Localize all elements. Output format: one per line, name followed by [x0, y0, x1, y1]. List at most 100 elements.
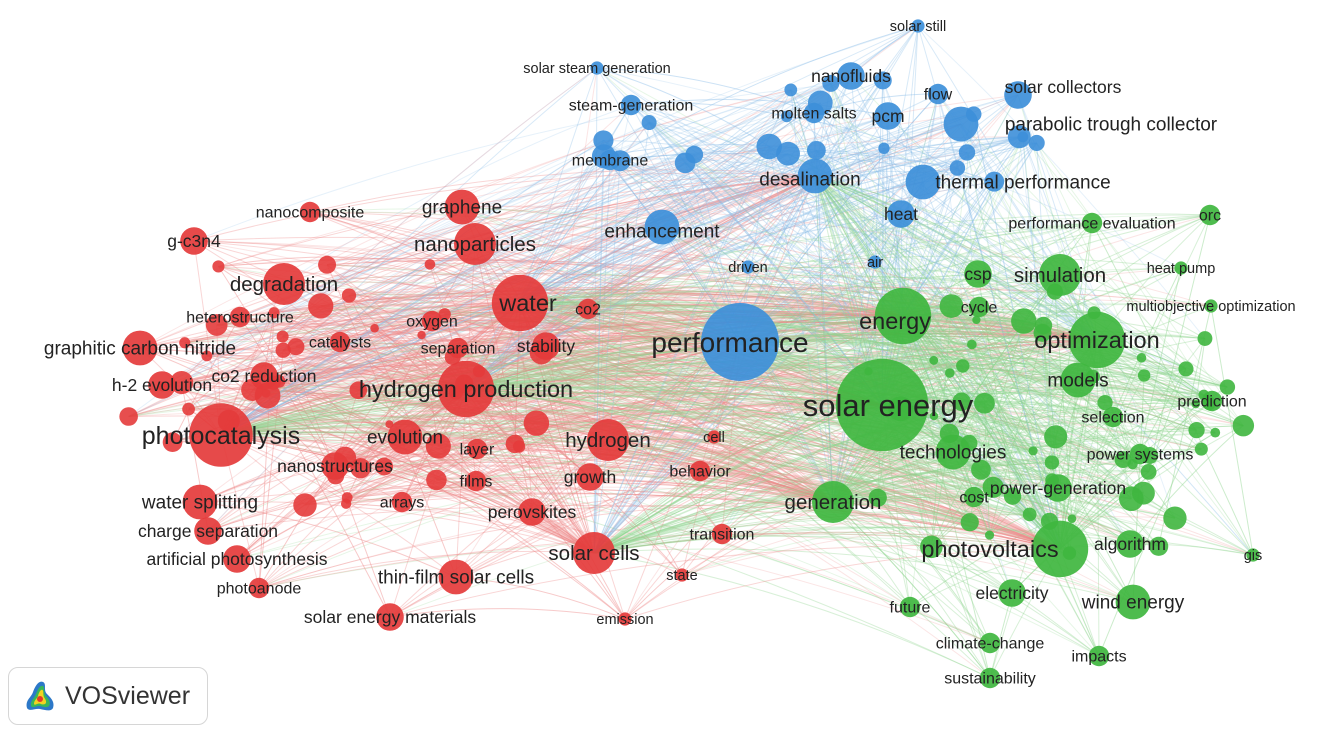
- keyword-node[interactable]: [329, 331, 351, 353]
- keyword-node[interactable]: [454, 223, 496, 265]
- keyword-node[interactable]: [349, 381, 368, 400]
- keyword-label[interactable]: stability: [517, 336, 576, 356]
- keyword-node[interactable]: [644, 209, 680, 245]
- keyword-node[interactable]: [711, 523, 733, 545]
- keyword-node[interactable]: [590, 61, 604, 75]
- keyword-node[interactable]: [189, 403, 253, 467]
- keyword-node[interactable]: [321, 452, 349, 480]
- keyword-node[interactable]: [806, 140, 826, 160]
- keyword-node[interactable]: [1044, 455, 1060, 470]
- keyword-label[interactable]: photoanode: [217, 581, 302, 598]
- keyword-node[interactable]: [979, 632, 1001, 654]
- keyword-node[interactable]: [1163, 506, 1187, 530]
- keyword-node[interactable]: [972, 315, 981, 325]
- keyword-label[interactable]: solar steam generation: [523, 61, 671, 77]
- keyword-node[interactable]: [523, 410, 550, 436]
- keyword-node[interactable]: [201, 350, 213, 362]
- keyword-label[interactable]: growth: [564, 467, 617, 487]
- keyword-label[interactable]: gis: [1244, 548, 1263, 564]
- keyword-node[interactable]: [1119, 486, 1144, 512]
- keyword-node[interactable]: [1022, 507, 1037, 522]
- keyword-node[interactable]: [974, 392, 995, 414]
- keyword-node[interactable]: [212, 260, 225, 273]
- keyword-label[interactable]: heat pump: [1147, 261, 1216, 277]
- keyword-node[interactable]: [674, 152, 696, 174]
- keyword-label[interactable]: air: [867, 255, 883, 271]
- keyword-node[interactable]: [179, 337, 191, 349]
- keyword-node[interactable]: [263, 263, 305, 305]
- keyword-node[interactable]: [835, 358, 929, 452]
- keyword-node[interactable]: [803, 102, 825, 124]
- keyword-label[interactable]: climate-change: [936, 636, 1045, 653]
- keyword-node[interactable]: [998, 579, 1026, 607]
- keyword-label[interactable]: solar energy materials: [304, 607, 476, 627]
- keyword-node[interactable]: [776, 141, 800, 166]
- keyword-label[interactable]: nanoparticles: [414, 233, 536, 256]
- keyword-label[interactable]: optimization: [1034, 327, 1159, 353]
- keyword-label[interactable]: prediction: [1177, 394, 1246, 411]
- keyword-label[interactable]: energy: [859, 308, 931, 334]
- keyword-node[interactable]: [984, 530, 995, 540]
- keyword-label[interactable]: models: [1047, 371, 1108, 392]
- keyword-label[interactable]: solar collectors: [1005, 77, 1122, 97]
- keyword-label[interactable]: selection: [1081, 410, 1144, 427]
- keyword-node[interactable]: [1034, 316, 1053, 335]
- keyword-node[interactable]: [1137, 369, 1151, 382]
- keyword-node[interactable]: [701, 303, 779, 381]
- keyword-node[interactable]: [1081, 212, 1103, 234]
- keyword-node[interactable]: [268, 307, 280, 319]
- keyword-node[interactable]: [707, 430, 721, 444]
- keyword-label[interactable]: degradation: [230, 273, 338, 296]
- keyword-label[interactable]: csp: [964, 264, 991, 284]
- keyword-label[interactable]: water: [498, 290, 557, 316]
- keyword-node[interactable]: [873, 71, 892, 90]
- keyword-label[interactable]: pcm: [871, 106, 904, 126]
- keyword-label[interactable]: power systems: [1087, 447, 1194, 464]
- keyword-node[interactable]: [982, 476, 1004, 498]
- keyword-node[interactable]: [180, 227, 208, 255]
- keyword-node[interactable]: [935, 434, 971, 470]
- keyword-label[interactable]: performance evaluation: [1008, 216, 1175, 233]
- keyword-node[interactable]: [797, 158, 833, 194]
- keyword-node[interactable]: [1067, 514, 1077, 523]
- keyword-label[interactable]: technologies: [900, 443, 1007, 464]
- keyword-node[interactable]: [1116, 530, 1144, 558]
- keyword-node[interactable]: [675, 568, 689, 582]
- keyword-label[interactable]: artificial photosynthesis: [147, 549, 328, 569]
- keyword-label[interactable]: parabolic trough collector: [1005, 115, 1218, 136]
- keyword-label[interactable]: films: [460, 474, 493, 491]
- keyword-node[interactable]: [223, 545, 251, 573]
- keyword-node[interactable]: [308, 293, 334, 319]
- keyword-node[interactable]: [1011, 308, 1037, 334]
- keyword-node[interactable]: [340, 498, 352, 509]
- keyword-node[interactable]: [1188, 421, 1205, 439]
- keyword-label[interactable]: wind energy: [1081, 593, 1185, 614]
- keyword-node[interactable]: [518, 498, 546, 526]
- keyword-label[interactable]: perovskites: [488, 502, 577, 522]
- keyword-node[interactable]: [967, 339, 977, 350]
- keyword-node[interactable]: [170, 370, 194, 395]
- keyword-node[interactable]: [576, 463, 604, 491]
- keyword-label[interactable]: membrane: [572, 153, 649, 170]
- keyword-node[interactable]: [1102, 406, 1124, 428]
- keyword-node[interactable]: [1194, 442, 1208, 456]
- keyword-node[interactable]: [964, 260, 992, 288]
- keyword-node[interactable]: [293, 493, 317, 517]
- keyword-node[interactable]: [1219, 379, 1236, 395]
- keyword-label[interactable]: behavior: [669, 464, 731, 481]
- keyword-node[interactable]: [1097, 394, 1113, 411]
- keyword-node[interactable]: [984, 171, 1005, 192]
- keyword-node[interactable]: [194, 517, 222, 545]
- keyword-label[interactable]: multiobjective optimization: [1126, 299, 1295, 315]
- keyword-node[interactable]: [1044, 474, 1072, 502]
- keyword-label[interactable]: photovoltaics: [921, 536, 1058, 562]
- keyword-label[interactable]: heterostructure: [186, 310, 294, 327]
- keyword-label[interactable]: thermal performance: [935, 173, 1110, 194]
- keyword-label[interactable]: steam-generation: [569, 98, 694, 115]
- keyword-label[interactable]: thin-film solar cells: [378, 568, 534, 589]
- keyword-node[interactable]: [466, 438, 488, 460]
- keyword-node[interactable]: [1199, 204, 1221, 226]
- keyword-node[interactable]: [1191, 399, 1201, 409]
- keyword-node[interactable]: [1210, 427, 1221, 438]
- keyword-node[interactable]: [1060, 362, 1096, 398]
